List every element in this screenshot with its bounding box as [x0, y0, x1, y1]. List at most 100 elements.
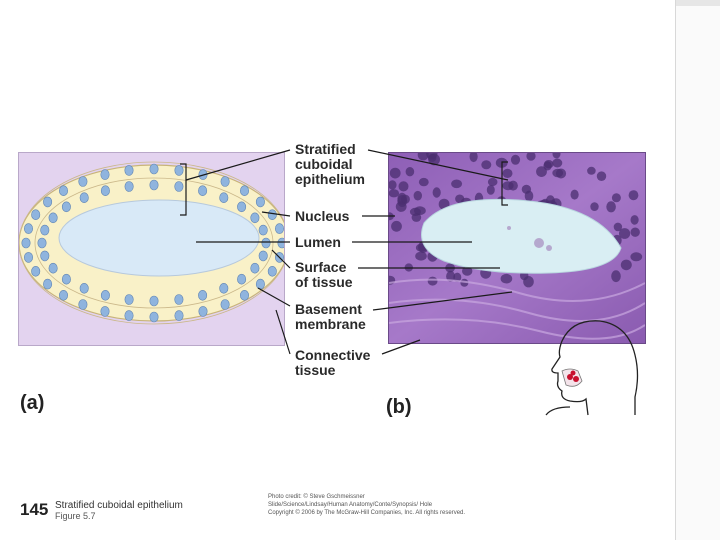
micrograph-nucleus — [481, 160, 492, 170]
micrograph-nucleus — [389, 189, 400, 198]
nucleus-dot — [174, 294, 184, 305]
figure-reference: Figure 5.7 — [55, 511, 96, 521]
nucleus-dot — [100, 169, 110, 180]
nucleus-dot — [24, 223, 33, 234]
nucleus-dot — [78, 299, 88, 310]
micrograph-nucleus — [389, 180, 397, 190]
micrograph-nucleus — [630, 252, 643, 262]
nucleus-dot — [220, 176, 230, 187]
micrograph-nucleus — [451, 179, 463, 189]
nucleus-dot — [267, 266, 277, 277]
micrograph-nucleus — [453, 272, 462, 282]
micrograph-nucleus — [606, 201, 616, 213]
micrograph-nucleus — [404, 263, 413, 272]
nucleus-dot — [198, 290, 208, 301]
nucleus-dot — [149, 163, 159, 175]
nucleus-dot — [240, 290, 250, 301]
nucleus-dot — [258, 250, 268, 262]
nucleus-dot — [58, 290, 68, 301]
micrograph-nucleus — [486, 185, 495, 195]
slide-number: 145 — [20, 500, 49, 519]
micrograph-nucleus — [552, 168, 564, 178]
nucleus-dot — [124, 310, 134, 321]
nucleus-dot — [61, 273, 71, 285]
nucleus-dot — [79, 283, 89, 294]
micrograph-nucleus — [526, 153, 536, 161]
nucleus-dot — [250, 262, 260, 274]
nucleus-dot — [100, 185, 110, 197]
micrograph-panel-b — [388, 152, 646, 344]
label-nucleus: Nucleus — [295, 208, 350, 224]
nucleus-dot — [37, 237, 47, 249]
nucleus-dot — [124, 294, 134, 305]
lumen-shape — [58, 199, 260, 277]
nucleus-dot — [274, 223, 284, 234]
nucleus-dot — [198, 185, 208, 197]
micrograph-nucleus — [409, 207, 421, 216]
nucleus-dot — [40, 250, 50, 262]
label-basement-membrane: Basement membrane — [295, 301, 366, 332]
micrograph-nucleus — [418, 177, 429, 187]
nucleus-dot — [100, 306, 110, 317]
nucleus-dot — [149, 295, 159, 307]
nucleus-dot — [198, 306, 208, 317]
label-stratified-cuboidal-epithelium: Stratified cuboidal epithelium — [295, 141, 366, 187]
micrograph-nucleus — [398, 181, 409, 192]
nucleus-dot — [174, 310, 184, 321]
micrograph-nucleus — [590, 202, 599, 211]
nucleus-dot — [40, 224, 50, 236]
credit-line: Photo credit: © Steve Gschmeissner — [268, 494, 365, 500]
micrograph-nucleus — [628, 190, 639, 201]
micrograph-image — [389, 153, 645, 343]
nucleus-dot — [149, 179, 159, 191]
label-surface-of-tissue: Surface of tissue — [295, 259, 353, 290]
panel-label-b: (b) — [386, 396, 412, 418]
nucleus-dot — [61, 201, 71, 213]
nucleus-dot — [250, 212, 260, 224]
micrograph-nucleus — [570, 189, 579, 200]
label-lumen: Lumen — [295, 234, 341, 250]
nucleus-dot — [255, 278, 265, 290]
nucleus-dot — [79, 192, 89, 204]
nucleus-dot — [255, 196, 265, 208]
head-profile-icon — [545, 320, 639, 416]
micrograph-nucleus — [619, 228, 631, 239]
nucleus-dot — [48, 212, 58, 224]
nucleus-dot — [220, 299, 230, 310]
nucleus-dot — [258, 224, 268, 236]
micrograph-nucleus — [552, 153, 561, 159]
nucleus-dot — [277, 237, 284, 249]
micrograph-nucleus — [397, 192, 407, 205]
nucleus-dot — [48, 262, 58, 274]
micrograph-nucleus — [502, 168, 513, 178]
credit-line: Copyright © 2006 by The McGraw-Hill Comp… — [268, 510, 466, 516]
nucleus-dot — [21, 237, 31, 249]
nucleus-dot — [43, 196, 53, 208]
micrograph-nucleus — [462, 266, 473, 276]
nucleus-dot — [24, 252, 33, 263]
micrograph-nucleus — [552, 158, 563, 168]
micrograph-nucleus — [405, 167, 415, 177]
micrograph-nucleus — [391, 220, 402, 232]
micrograph-nucleus — [502, 181, 514, 191]
micrograph-nucleus — [587, 166, 596, 175]
page-edge-strip — [675, 0, 720, 540]
credits-block: Photo credit: © Steve Gschmeissner Slide… — [268, 493, 465, 517]
micrograph-nucleus — [630, 227, 640, 237]
nucleus-dot — [174, 181, 184, 192]
panel-label-a: (a) — [20, 392, 45, 414]
micrograph-nucleus — [413, 190, 422, 201]
nucleus-dot — [78, 176, 88, 187]
label-connective-tissue: Connective tissue — [295, 347, 371, 378]
nucleus-dot — [198, 169, 208, 180]
micrograph-nucleus — [415, 251, 427, 261]
nucleus-dot — [174, 165, 184, 176]
micrograph-nucleus — [446, 270, 456, 282]
micrograph-nucleus — [630, 215, 639, 225]
micrograph-nucleus — [613, 222, 623, 232]
credit-line: Slide/Science/Lindsay/Human Anatomy/Cont… — [268, 502, 433, 508]
micrograph-nucleus — [611, 270, 621, 283]
nucleus-dot — [267, 209, 277, 221]
micrograph-nucleus — [611, 193, 621, 203]
nucleus-dot — [261, 237, 271, 249]
